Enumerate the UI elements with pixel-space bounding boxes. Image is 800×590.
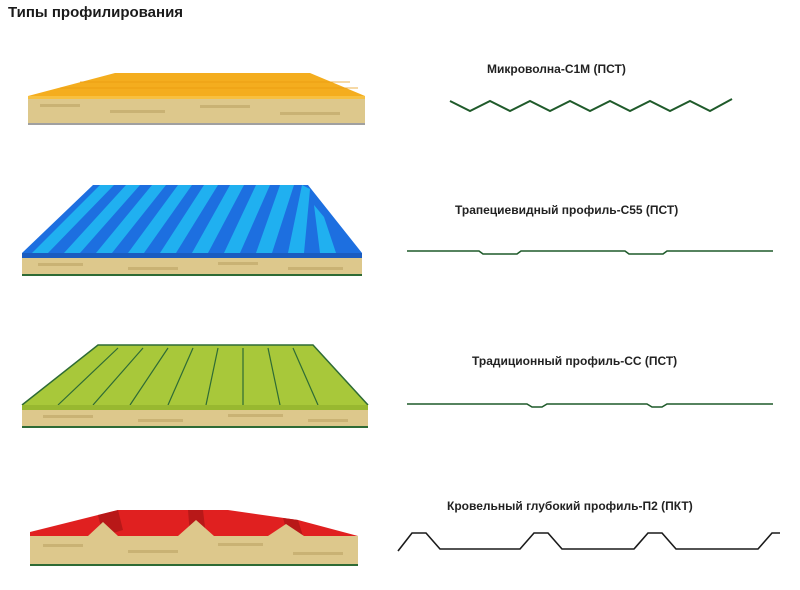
label-traditional: Традиционный профиль-СС (ПСТ) [472,354,678,368]
panel-microwave [28,73,365,125]
page-title: Типы профилирования [8,4,184,21]
traditional-profile-line [407,403,773,408]
trapezoid-profile-line [407,250,773,255]
roofing-profile-line [397,532,780,552]
panel-roofing [30,510,358,566]
label-roofing: Кровельный глубокий профиль-П2 (ПКТ) [447,499,693,513]
label-microwave: Микроволна-С1М (ПСТ) [487,62,626,76]
microwave-profile-line [449,98,733,113]
panel-traditional [21,344,369,428]
panel-trapezoid [22,185,362,276]
label-trapezoid: Трапециевидный профиль-С55 (ПСТ) [455,203,679,217]
